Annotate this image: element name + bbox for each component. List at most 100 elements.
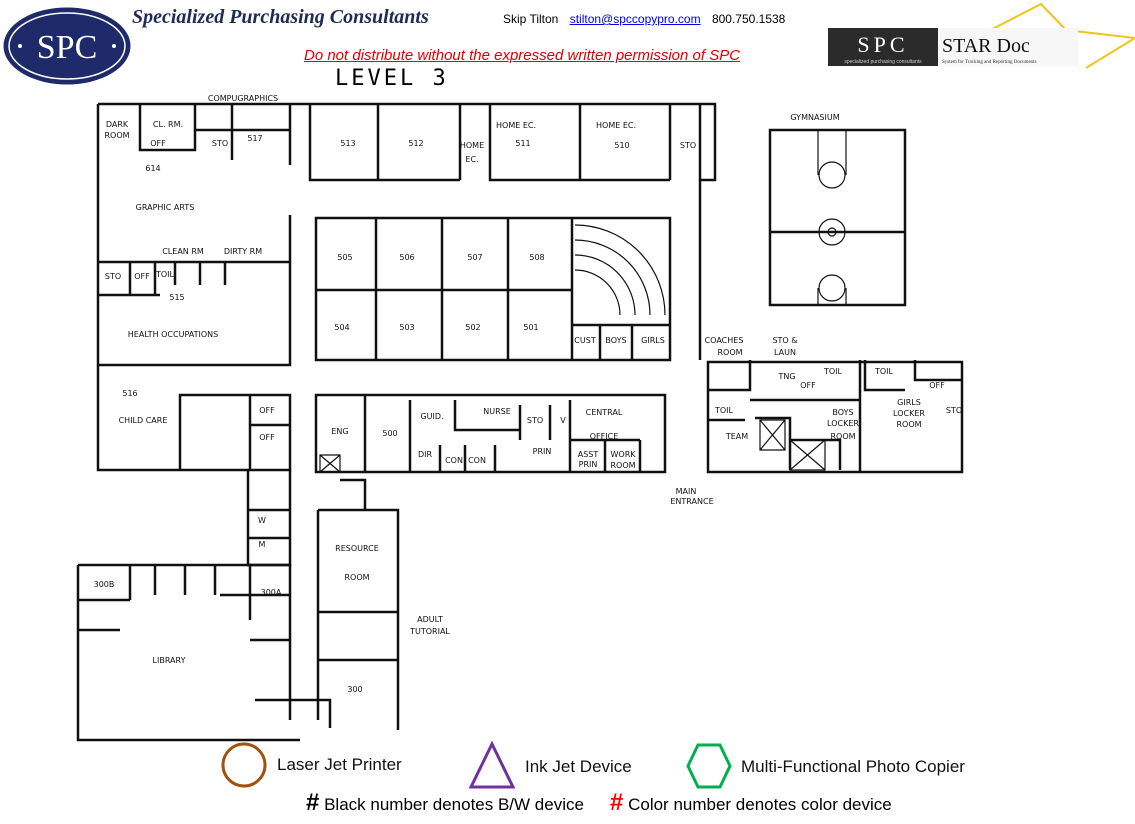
star-doc-logo: SPC specialized purchasing consultants S… — [828, 2, 1135, 69]
color-note-text: Color number denotes color device — [628, 795, 892, 814]
room-label: STO — [680, 141, 696, 150]
legend-color-note: # Color number denotes color device — [610, 789, 892, 817]
room-label: 517 — [247, 134, 262, 143]
room-label: RESOURCE — [335, 544, 379, 553]
svg-text:SPC: SPC — [37, 29, 98, 66]
room-label: GIRLS — [897, 398, 921, 407]
room-label: 515 — [169, 293, 184, 302]
room-label: 508 — [529, 253, 544, 262]
room-label: 504 — [334, 323, 349, 332]
room-label: MAIN — [676, 487, 697, 496]
legend-laser-jet-label: Laser Jet Printer — [277, 755, 402, 774]
room-label: COACHES — [705, 336, 744, 345]
room-label: CUST — [574, 336, 596, 345]
room-label: WORK — [610, 450, 636, 459]
distribution-warning: Do not distribute without the expressed … — [304, 47, 741, 64]
bw-note-text: Black number denotes B/W device — [324, 795, 584, 814]
room-label: LIBRARY — [153, 656, 186, 665]
room-label: OFF — [929, 381, 945, 390]
room-label: ADULT — [417, 615, 443, 624]
room-label: OFF — [259, 433, 275, 442]
room-label: ROOM — [896, 420, 921, 429]
room-label: LAUN — [774, 348, 796, 357]
color-hash-symbol: # — [610, 789, 624, 816]
room-label: 614 — [145, 164, 160, 173]
legend-ink-jet — [467, 740, 517, 796]
room-label: TEAM — [725, 432, 748, 441]
gym-court — [319, 130, 847, 473]
room-label: ROOM — [717, 348, 742, 357]
room-label: W — [258, 516, 266, 525]
room-label: HOME EC. — [596, 121, 636, 130]
room-label: GUID. — [420, 412, 443, 421]
room-label: ENTRANCE — [670, 497, 713, 506]
room-label: TOIL — [714, 406, 734, 415]
room-label: LOCKER — [893, 409, 925, 418]
contact-info: Skip Tilton stilton@spccopypro.com 800.7… — [503, 12, 785, 26]
room-label: V — [560, 416, 566, 425]
room-label: TNG — [777, 372, 795, 381]
room-label: LOCKER — [827, 419, 859, 428]
room-label: CLEAN RM — [162, 247, 204, 256]
room-label: 516 — [122, 389, 137, 398]
room-label: 513 — [340, 139, 355, 148]
room-label: CENTRAL — [586, 408, 623, 417]
room-label: ASST — [578, 450, 599, 459]
room-label: OFF — [150, 139, 166, 148]
svg-text:SPC: SPC — [857, 32, 908, 57]
room-label: 300B — [94, 580, 115, 589]
room-label: BOYS — [832, 408, 853, 417]
room-label: 505 — [337, 253, 352, 262]
room-label: ROOM — [610, 461, 635, 470]
room-label: EC. — [465, 155, 478, 164]
walls — [76, 102, 964, 742]
room-label: STO & — [772, 336, 797, 345]
contact-phone: 800.750.1538 — [711, 12, 786, 26]
room-label: GRAPHIC ARTS — [136, 203, 195, 212]
room-label: CON — [445, 456, 463, 465]
room-label: PRIN — [533, 447, 552, 456]
room-label: OFF — [800, 381, 816, 390]
svg-text:System for Tracking and Report: System for Tracking and Reporting Docume… — [942, 60, 1037, 65]
room-label: COMPUGRAPHICS — [208, 94, 278, 103]
room-label: 512 — [408, 139, 423, 148]
room-label: M — [259, 540, 266, 549]
room-label: HOME EC. — [496, 121, 536, 130]
legend-ink-jet-label: Ink Jet Device — [525, 757, 632, 776]
room-label: 511 — [515, 139, 530, 148]
room-label: ENG — [331, 427, 348, 436]
room-label: DIRTY RM — [224, 247, 262, 256]
contact-email-link[interactable]: stilton@spccopypro.com — [569, 12, 701, 26]
room-label: STO — [212, 139, 228, 148]
room-label: BOYS — [605, 336, 626, 345]
room-label: PRIN — [579, 460, 598, 469]
room-label: NURSE — [483, 407, 511, 416]
room-label: 300 — [347, 685, 362, 694]
room-label: OFF — [134, 272, 150, 281]
legend-bw-note: # Black number denotes B/W device — [306, 789, 584, 817]
room-label: 501 — [523, 323, 538, 332]
room-label: STO — [946, 406, 962, 415]
room-label: ROOM — [830, 432, 855, 441]
room-label: OFF — [259, 406, 275, 415]
room-label: TOIL — [874, 367, 894, 376]
room-label: DIR — [418, 450, 433, 459]
spc-logo: SPC — [3, 7, 131, 85]
room-label: 500 — [382, 429, 397, 438]
triangle-icon — [468, 740, 516, 789]
room-label: GIRLS — [641, 336, 665, 345]
room-label: 510 — [614, 141, 629, 150]
room-label: CL. RM. — [153, 120, 183, 129]
room-label: TOIL — [155, 270, 175, 279]
svg-text:STAR Doc: STAR Doc — [942, 35, 1030, 57]
room-label: DARK — [106, 120, 129, 129]
room-label: TOIL — [823, 367, 843, 376]
room-label: 503 — [399, 323, 414, 332]
room-label: 507 — [467, 253, 482, 262]
room-label: CHILD CARE — [119, 416, 168, 425]
legend-copier-label: Multi-Functional Photo Copier — [741, 757, 965, 776]
room-label: 300A — [261, 588, 282, 597]
room-label: GYMNASIUM — [790, 113, 839, 122]
level-title: LEVEL 3 — [335, 66, 449, 91]
